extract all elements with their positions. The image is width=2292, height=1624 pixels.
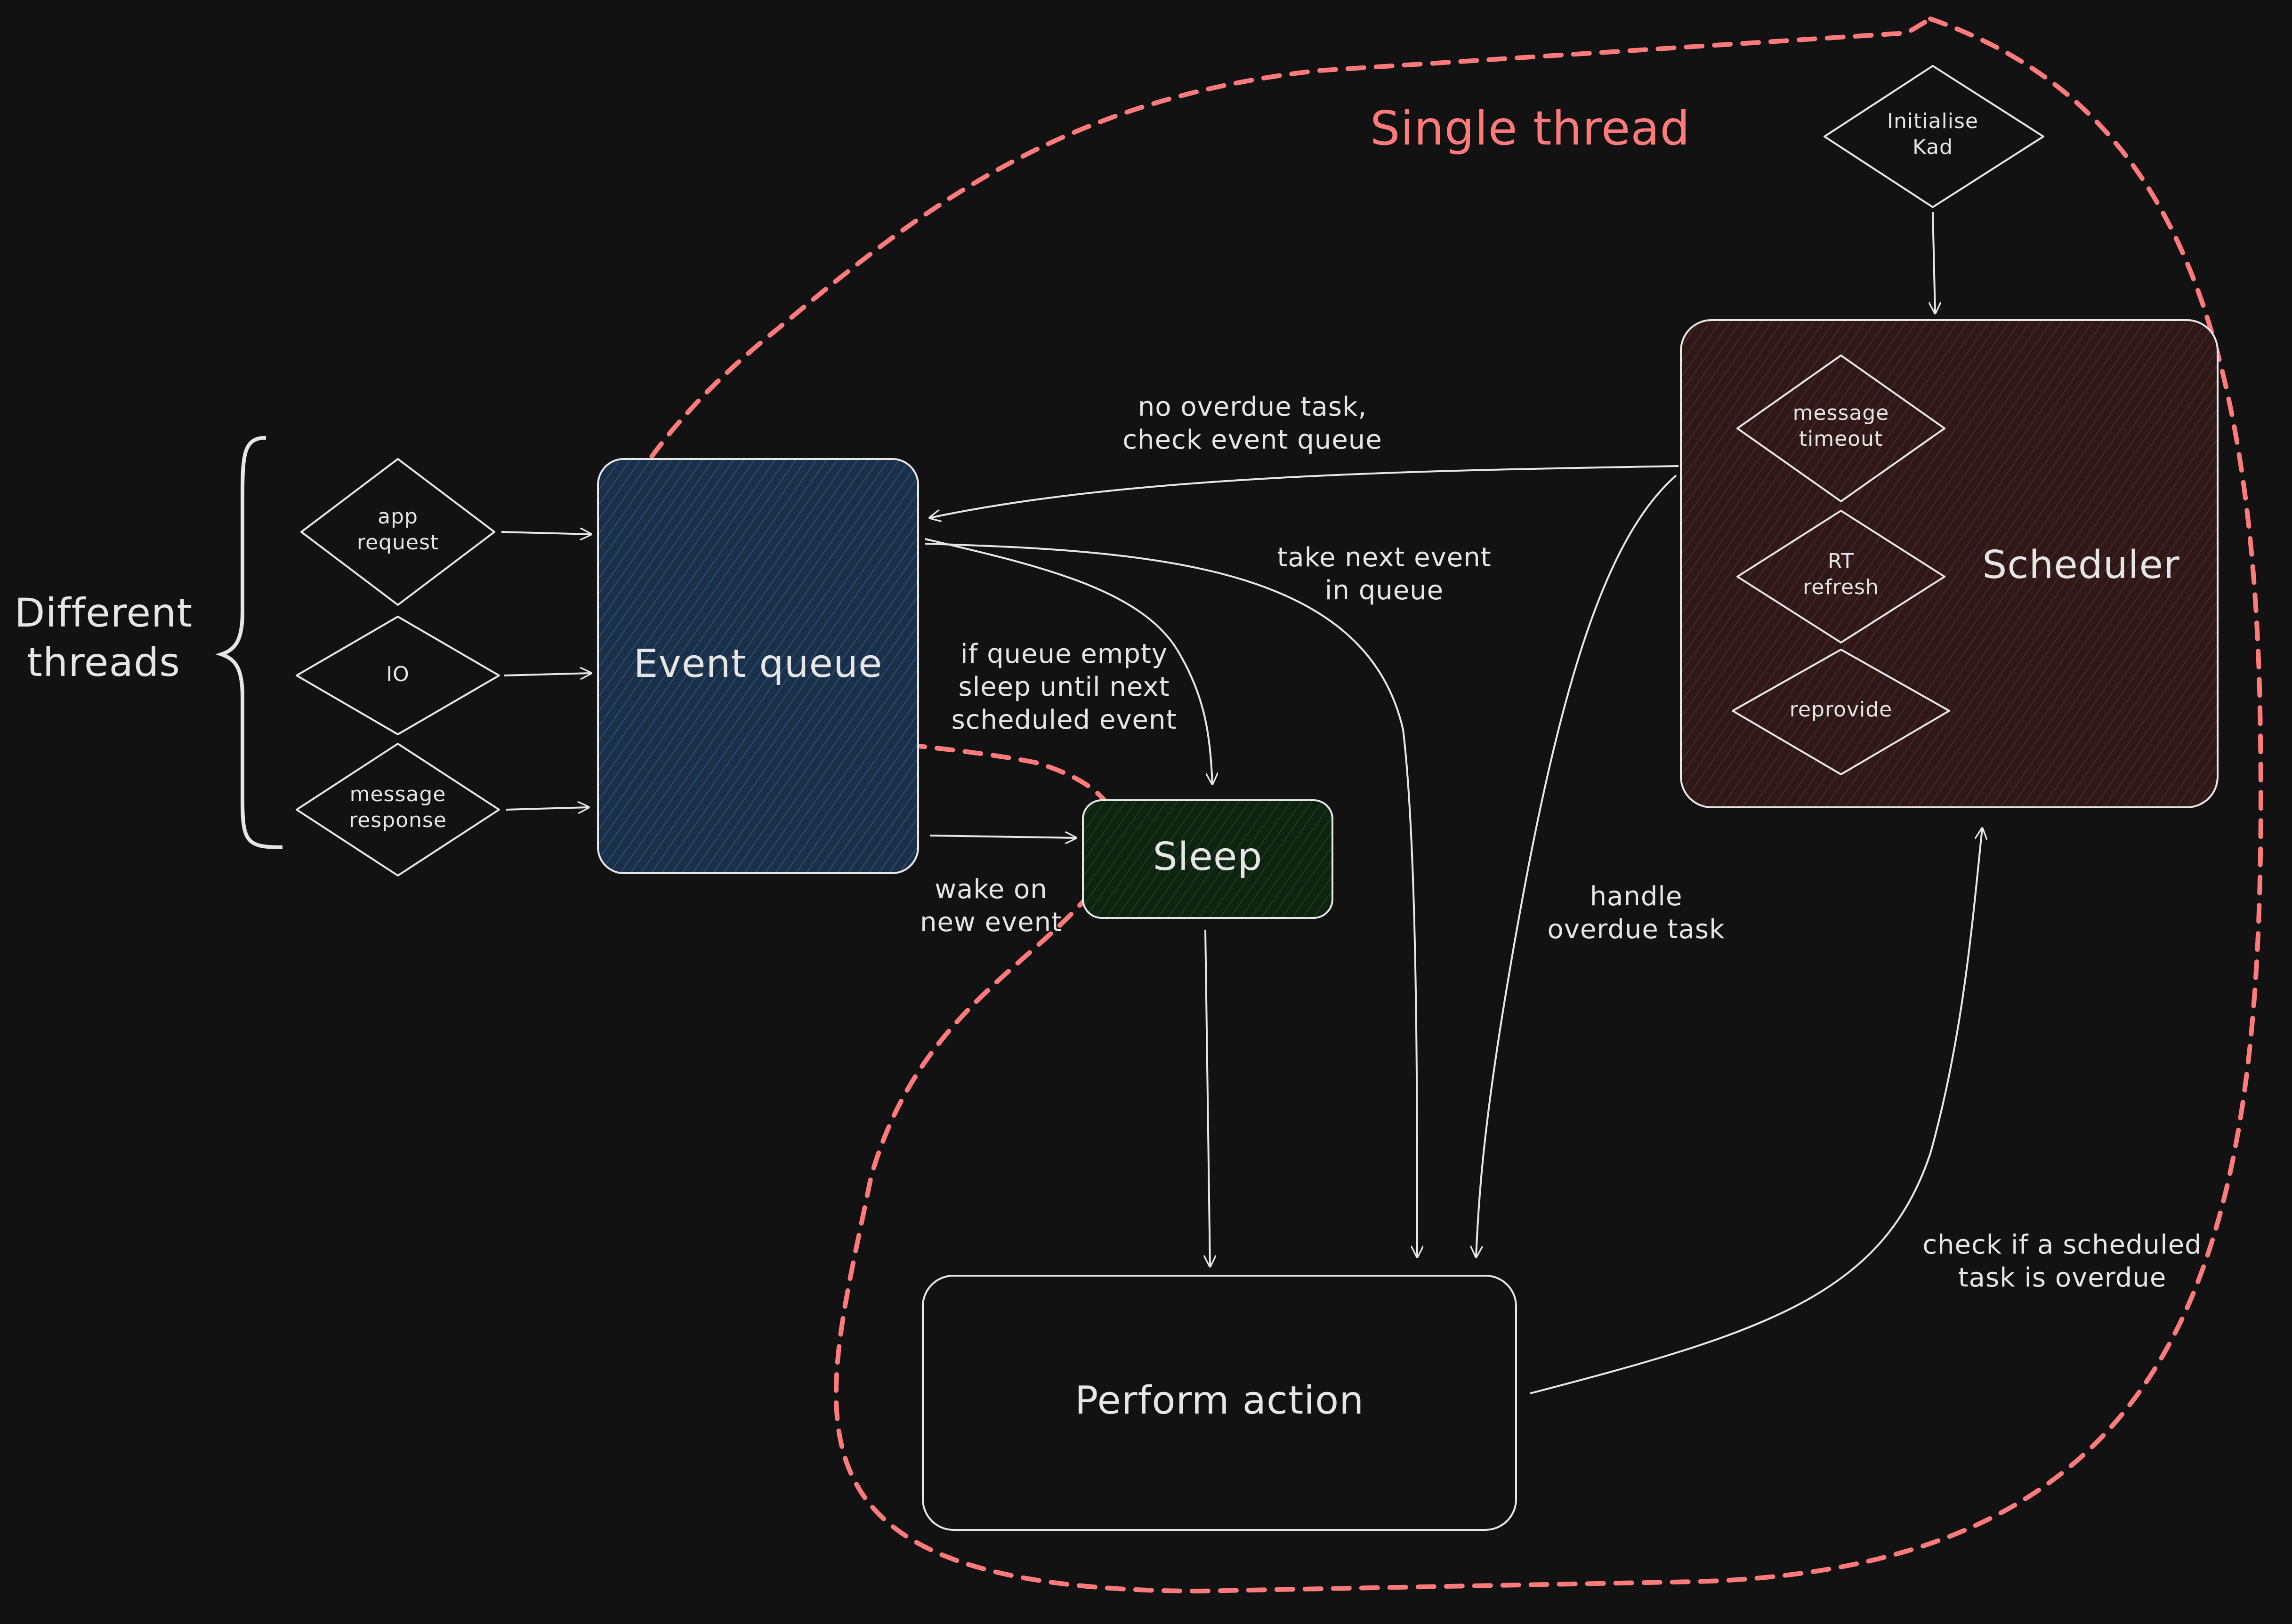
- rt-refresh-label: RT refresh: [1803, 549, 1879, 599]
- io-diamond: [296, 616, 500, 735]
- edge-label-queue-empty: if queue empty sleep until next schedule…: [951, 639, 1177, 735]
- app-request-label: app request: [356, 505, 439, 555]
- sleep-label: Sleep: [1153, 835, 1263, 879]
- different-threads-label: Different threads: [14, 590, 193, 685]
- rt-refresh-diamond: [1736, 510, 1945, 643]
- event-queue-box: [597, 458, 919, 874]
- sleep-box: [1082, 799, 1333, 919]
- app-request-diamond: [300, 458, 495, 606]
- message-response-label: message response: [349, 782, 447, 832]
- arrow-queue-to-sleep-direct: [929, 836, 1076, 838]
- message-timeout-label: message timeout: [1792, 401, 1889, 451]
- arrow-sleep-to-perform: [1205, 929, 1210, 1266]
- perform-action-box: [922, 1275, 1517, 1531]
- edge-label-take-next: take next event in queue: [1277, 542, 1492, 606]
- initialise-kad-diamond: [1824, 65, 2044, 208]
- arrow-queue-to-sleep: [925, 538, 1212, 784]
- arrow-io-to-queue: [503, 673, 591, 675]
- arrow-perform-to-scheduler: [1530, 828, 1982, 1394]
- edge-label-handle-overdue: handle overdue task: [1547, 881, 1725, 945]
- arrow-msg-to-queue: [506, 807, 589, 810]
- edge-label-wake-on: wake on new event: [920, 874, 1063, 938]
- scheduler-box: [1680, 319, 2219, 808]
- edge-label-check-overdue: check if a scheduled task is overdue: [1922, 1230, 2202, 1293]
- reprovide-label: reprovide: [1789, 698, 1893, 722]
- single-thread-boundary: [598, 16, 2263, 1594]
- message-response-diamond: [296, 743, 500, 876]
- message-timeout-diamond: [1736, 354, 1945, 502]
- single-thread-label: Single thread: [1370, 101, 1690, 156]
- reprovide-diamond: [1732, 649, 1950, 775]
- threads-brace: [215, 436, 283, 849]
- edge-label-no-overdue: no overdue task, check event queue: [1122, 392, 1382, 455]
- perform-action-label: Perform action: [1074, 1378, 1364, 1423]
- arrow-scheduler-to-queue: [930, 465, 1679, 518]
- initialise-kad-label: Initialise Kad: [1887, 109, 1978, 159]
- arrow-init-to-scheduler: [1933, 211, 1935, 313]
- arrow-queue-to-perform: [925, 543, 1417, 1257]
- scheduler-label: Scheduler: [1982, 543, 2180, 587]
- arrow-app-to-queue: [501, 532, 591, 534]
- io-label: IO: [386, 662, 410, 686]
- event-queue-label: Event queue: [633, 642, 883, 686]
- arrow-scheduler-to-perform: [1476, 474, 1677, 1257]
